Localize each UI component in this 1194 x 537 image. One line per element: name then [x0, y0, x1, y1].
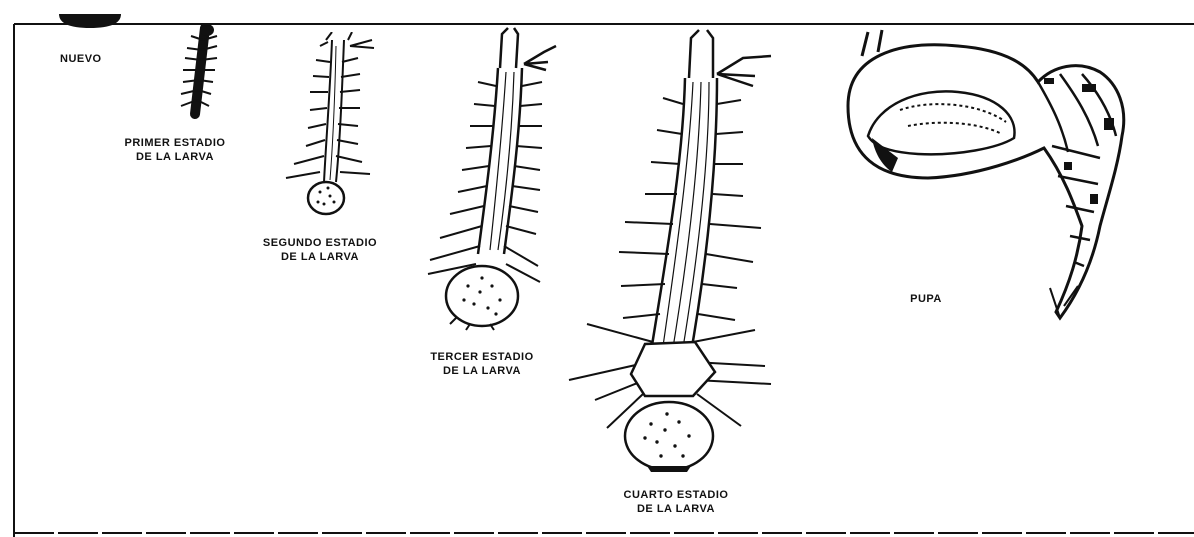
label-second-instar-line2: DE LA LARVA	[250, 250, 390, 264]
second-instar-larva-icon	[280, 32, 390, 222]
egg-icon	[55, 14, 125, 36]
third-instar-larva-icon	[420, 24, 570, 334]
label-fourth-instar-line2: DE LA LARVA	[606, 502, 746, 516]
first-instar-larva-icon	[165, 22, 235, 122]
pupa-icon	[838, 26, 1148, 326]
label-egg: NUEVO	[60, 52, 120, 66]
label-second-instar-line1: SEGUNDO ESTADIO	[250, 236, 390, 250]
label-egg-line1: NUEVO	[60, 52, 120, 66]
label-first-instar-line2: DE LA LARVA	[110, 150, 240, 164]
label-third-instar: TERCER ESTADIO DE LA LARVA	[412, 350, 552, 378]
label-second-instar: SEGUNDO ESTADIO DE LA LARVA	[250, 236, 390, 264]
fourth-instar-larva-icon	[565, 24, 795, 474]
label-first-instar-line1: PRIMER ESTADIO	[110, 136, 240, 150]
label-third-instar-line2: DE LA LARVA	[412, 364, 552, 378]
label-pupa: PUPA	[896, 292, 956, 306]
label-pupa-line1: PUPA	[896, 292, 956, 306]
label-first-instar: PRIMER ESTADIO DE LA LARVA	[110, 136, 240, 164]
label-fourth-instar-line1: CUARTO ESTADIO	[606, 488, 746, 502]
label-fourth-instar: CUARTO ESTADIO DE LA LARVA	[606, 488, 746, 516]
label-third-instar-line1: TERCER ESTADIO	[412, 350, 552, 364]
